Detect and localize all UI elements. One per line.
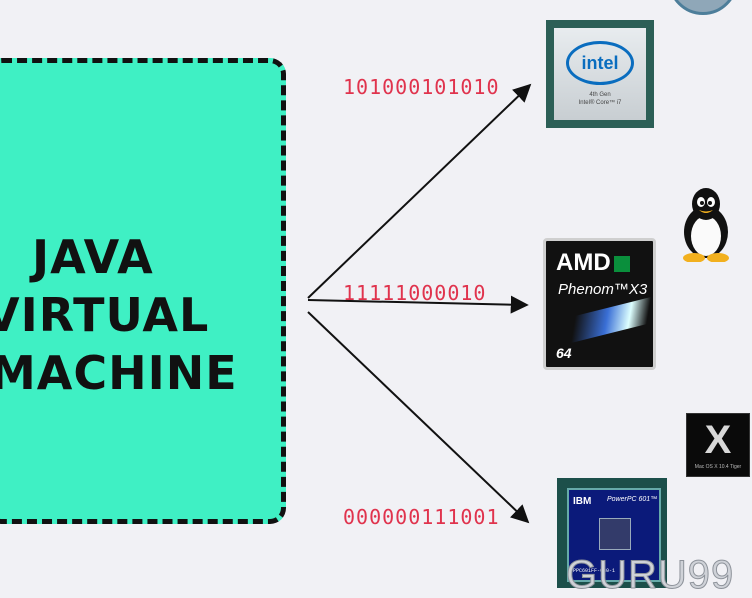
arrow-to-ibm bbox=[307, 311, 530, 524]
osx-caption: Mac OS X 10.4 Tiger bbox=[694, 464, 742, 470]
amd-swoosh-graphic bbox=[566, 295, 653, 345]
mac-os-x-icon: X Mac OS X 10.4 Tiger bbox=[686, 413, 750, 477]
amd-processor-image: AMD Phenom™X3 64 bbox=[543, 238, 656, 370]
ibm-logo: IBM bbox=[573, 496, 592, 507]
ibm-processor-image: IBM PowerPC 601™ PPC601FF-080-1 bbox=[557, 478, 667, 588]
intel-logo: intel bbox=[566, 41, 634, 85]
intel-sub-line-1: 4th Gen bbox=[589, 92, 611, 98]
jvm-title: JAVA VIRTUAL MACHINE bbox=[0, 228, 238, 402]
jvm-title-line-1: JAVA bbox=[32, 230, 154, 284]
intel-sub-line-2: Intel® Core™ i7 bbox=[578, 100, 622, 106]
ibm-part-number: PPC601FF-080-1 bbox=[573, 568, 616, 574]
amd-arrow-icon bbox=[613, 255, 630, 272]
linux-tux-icon bbox=[683, 188, 729, 262]
arrow-to-intel bbox=[307, 83, 532, 299]
watermark: GURU99 bbox=[565, 553, 735, 598]
ibm-model: PowerPC 601™ bbox=[607, 496, 658, 503]
intel-processor-image: intel 4th Gen Intel® Core™ i7 bbox=[546, 20, 654, 128]
jvm-title-line-3: MACHINE bbox=[0, 346, 238, 400]
amd-64-label: 64 bbox=[556, 345, 572, 361]
arrow-to-amd bbox=[307, 295, 529, 314]
amd-logo: AMD bbox=[556, 249, 630, 277]
jvm-box bbox=[0, 58, 286, 524]
binary-code-amd: 11111000010 bbox=[343, 281, 487, 305]
ibm-die bbox=[599, 518, 631, 550]
binary-code-ibm: 000000111001 bbox=[343, 505, 500, 529]
binary-code-intel: 101000101010 bbox=[343, 75, 500, 99]
jvm-title-line-2: VIRTUAL bbox=[0, 288, 210, 342]
amd-model: Phenom™X3 bbox=[558, 281, 648, 298]
